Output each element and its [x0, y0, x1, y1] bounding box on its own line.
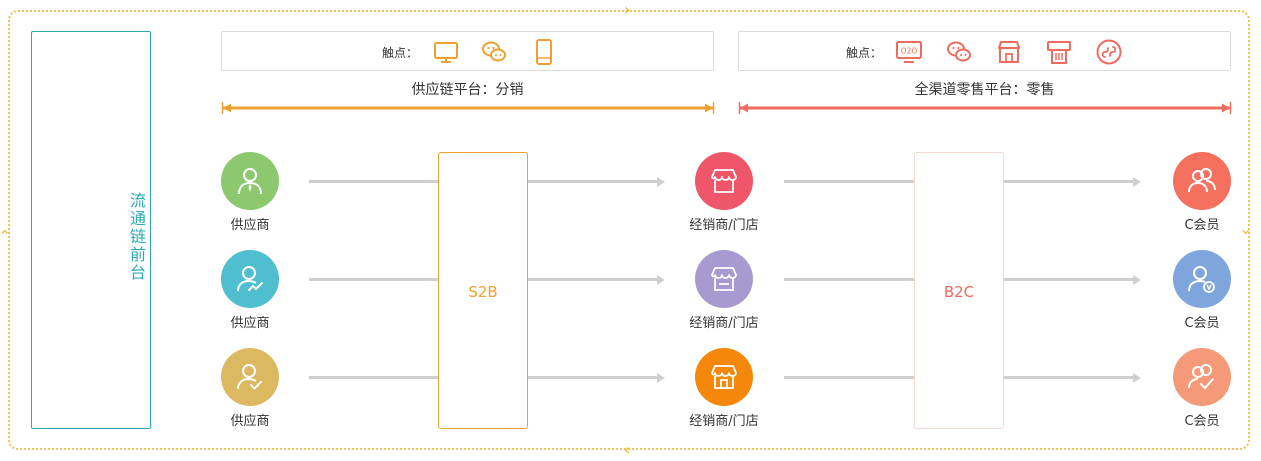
b2c-label: B2C: [943, 283, 975, 301]
dealer-label: 经销商/门店: [689, 218, 759, 233]
frontend-panel: 流通链前台: [31, 31, 151, 429]
member-node: C会员: [1152, 348, 1252, 429]
supplier-avatar: [221, 348, 279, 406]
member-label: C会员: [1184, 316, 1220, 331]
member-avatar: [1173, 152, 1231, 210]
supplier-check-icon: [237, 364, 262, 390]
outer-loop-frame: [8, 10, 1250, 450]
retail-platform-label: 全渠道零售平台：零售: [914, 82, 1055, 98]
supplier-tie-icon: [238, 168, 262, 195]
supply-platform-label: 供应链平台：分销: [411, 82, 524, 98]
supplier-label: 供应商: [230, 316, 270, 331]
dealer-label: 经销商/门店: [689, 316, 759, 331]
s2b-label: S2B: [468, 283, 498, 301]
phone-icon: [536, 39, 552, 65]
loop-arrow-top-icon: ›: [624, 0, 631, 19]
supply-platform-span-arrow: [221, 102, 715, 114]
flow-arrowhead: [1133, 274, 1141, 285]
dealer-node: 经销商/门店: [674, 250, 774, 331]
frontend-title: 流通链前台: [127, 192, 146, 282]
member-check-icon: [1188, 364, 1214, 390]
flow-arrowhead: [657, 176, 665, 187]
supply-touch-label: 触点：: [382, 46, 419, 60]
member-avatar: [1173, 348, 1231, 406]
flow-arrowhead: [657, 274, 665, 285]
monitor-icon: [434, 42, 458, 63]
member-vip-icon: [1188, 266, 1215, 293]
retail-touch-label: 触点：: [846, 46, 883, 60]
supplier-node: 供应商: [200, 152, 300, 233]
shop-icon: [711, 169, 737, 193]
member-avatar: [1173, 250, 1231, 308]
supplier-label: 供应商: [230, 218, 270, 233]
s2b-box: S2B: [438, 152, 528, 429]
loop-arrow-left-icon: ‹: [0, 229, 15, 235]
supplier-avatar: [221, 152, 279, 210]
flow-arrowhead: [1133, 176, 1141, 187]
supplier-node: 供应商: [200, 348, 300, 429]
supplier-avatar: [221, 250, 279, 308]
miniprogram-icon: [1096, 39, 1122, 65]
member-node: C会员: [1152, 152, 1252, 233]
retail-platform-span-arrow: [738, 102, 1232, 114]
supply-touchpoints: 触点：: [221, 31, 714, 71]
supplier-node: 供应商: [200, 250, 300, 331]
flow-arrowhead: [1133, 372, 1141, 383]
pos-icon: [1047, 41, 1071, 64]
retail-touchpoints: 触点： O2O: [738, 31, 1231, 71]
supplier-growth-icon: [237, 266, 263, 292]
dealer-avatar: [695, 348, 753, 406]
members-icon: [1188, 168, 1216, 193]
shop-icon: [711, 365, 737, 389]
o2o-icon: O2O: [896, 41, 922, 63]
dealer-node: 经销商/门店: [674, 152, 774, 233]
dealer-node: 经销商/门店: [674, 348, 774, 429]
loop-arrow-bottom-icon: ‹: [624, 440, 631, 459]
member-node: C会员: [1152, 250, 1252, 331]
wechat-icon: [947, 41, 971, 62]
supplier-label: 供应商: [230, 414, 270, 429]
svg-text:O2O: O2O: [901, 47, 918, 56]
flow-arrowhead: [657, 372, 665, 383]
store-icon: [998, 41, 1020, 63]
b2c-box: B2C: [914, 152, 1004, 429]
dealer-avatar: [695, 250, 753, 308]
member-label: C会员: [1184, 218, 1220, 233]
dealer-label: 经销商/门店: [689, 414, 759, 429]
member-label: C会员: [1184, 414, 1220, 429]
shop-icon: [711, 267, 737, 291]
wechat-icon: [482, 41, 506, 62]
dealer-avatar: [695, 152, 753, 210]
